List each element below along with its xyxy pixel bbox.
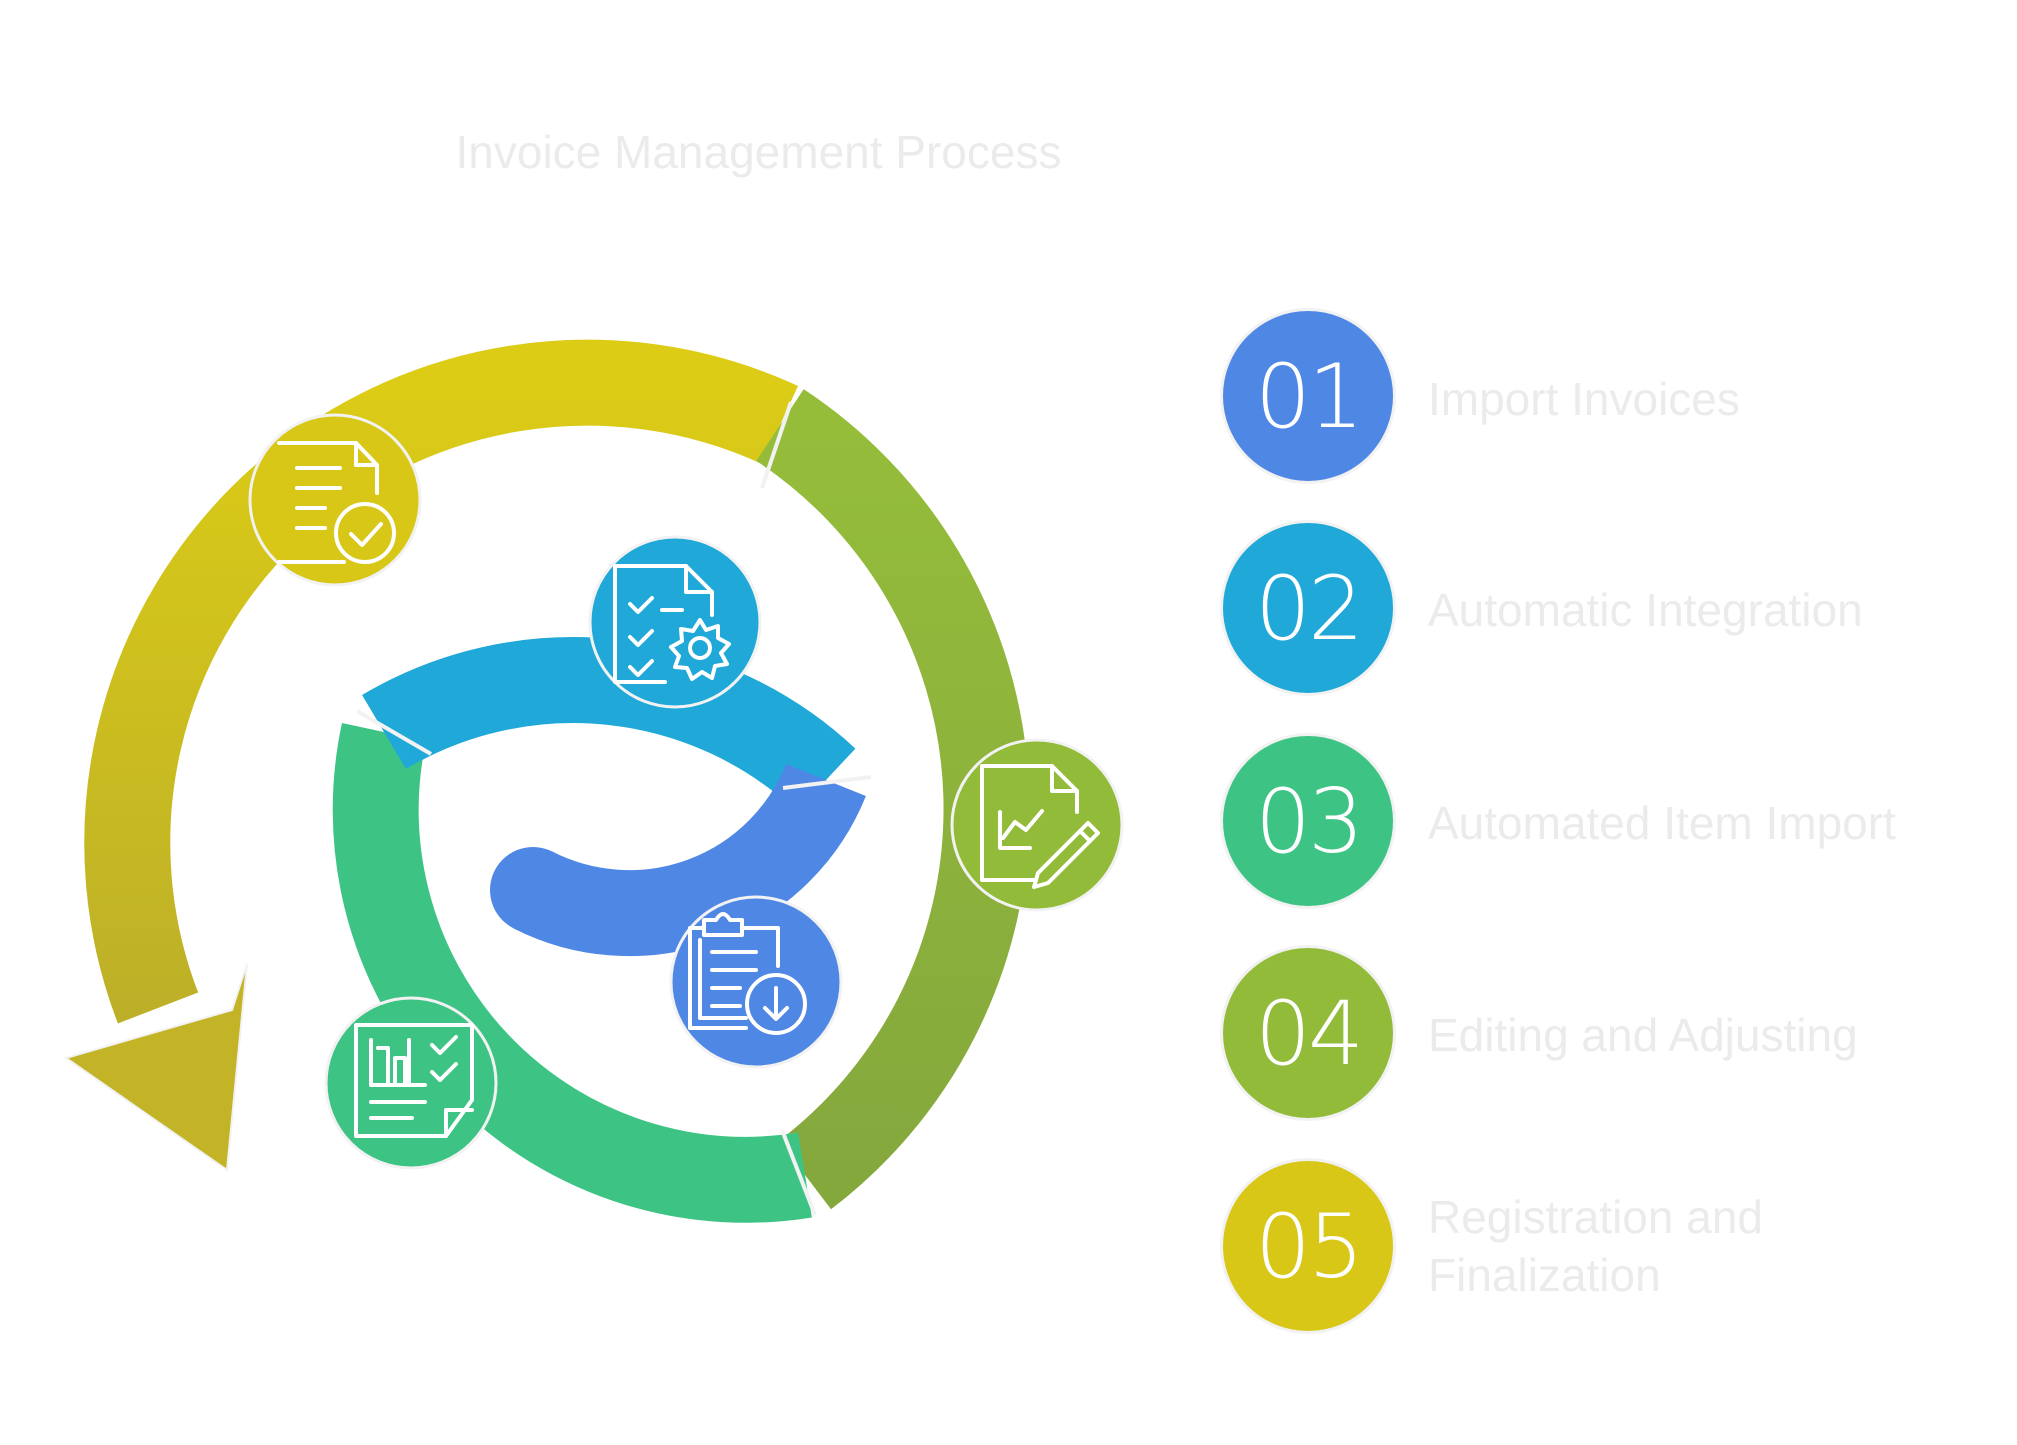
step-label-02: Automatic Integration — [1428, 584, 1863, 636]
step-number-01: 01 — [1220, 308, 1396, 484]
badge-01 — [669, 895, 843, 1069]
document-chart-pencil-icon — [980, 764, 1100, 889]
segment-02-arc — [362, 637, 856, 812]
step-label-04: Editing and Adjusting — [1428, 1009, 1858, 1061]
step-label-03: Automated Item Import — [1428, 797, 1896, 849]
segment-01-arc — [513, 763, 866, 957]
badge-02 — [588, 535, 762, 709]
document-checklist-gear-icon — [613, 564, 731, 684]
document-chart-checklist-icon — [354, 1023, 474, 1138]
step-label-01: Import Invoices — [1428, 373, 1740, 425]
page-title: Invoice Management Process — [455, 126, 1062, 178]
step-label-05: Registration and Finalization — [1428, 1191, 1763, 1301]
badge-03 — [324, 996, 498, 1170]
separator-04-03 — [780, 1129, 817, 1216]
document-check-icon — [277, 441, 396, 564]
step-number-05: 05 — [1220, 1158, 1396, 1334]
step-number-02: 02 — [1220, 520, 1396, 696]
segment-05-arrowhead — [63, 963, 248, 1172]
separator-05-04 — [760, 401, 793, 489]
clipboard-download-icon — [688, 912, 807, 1035]
step-number-03: 03 — [1220, 733, 1396, 909]
separator-02-01 — [782, 775, 872, 790]
step-number-04: 04 — [1220, 945, 1396, 1121]
badge-04 — [950, 738, 1124, 912]
separator-03-02 — [355, 709, 433, 756]
segment-01-cap — [490, 847, 576, 933]
badge-05 — [248, 413, 422, 587]
